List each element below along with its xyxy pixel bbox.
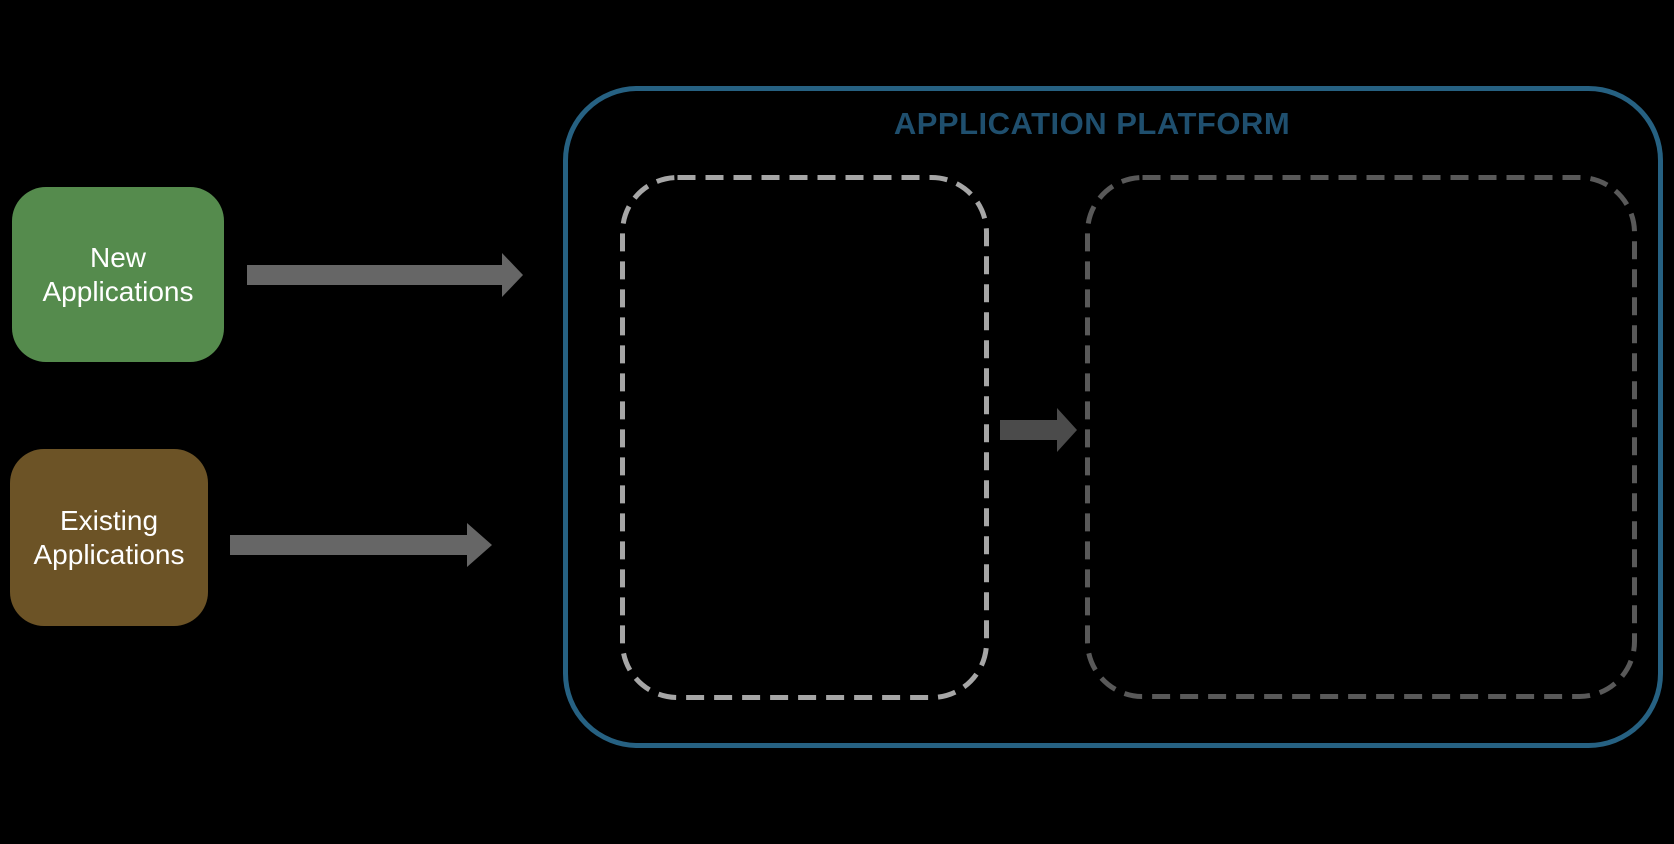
arrow-left-box-to-right-box-icon: [1000, 408, 1077, 452]
inner-dashed-box-right: [1085, 175, 1637, 699]
inner-dashed-box-left: [620, 175, 989, 700]
new-applications-box: New Applications: [12, 187, 224, 362]
application-platform-title: APPLICATION PLATFORM: [893, 106, 1291, 141]
new-applications-label: New Applications: [42, 241, 194, 307]
existing-applications-box: Existing Applications: [10, 449, 208, 626]
arrow-new-to-platform-icon: [247, 253, 523, 297]
arrow-existing-to-platform-icon: [230, 523, 492, 567]
existing-applications-label: Existing Applications: [33, 504, 185, 570]
application-platform-box: [563, 86, 1663, 748]
